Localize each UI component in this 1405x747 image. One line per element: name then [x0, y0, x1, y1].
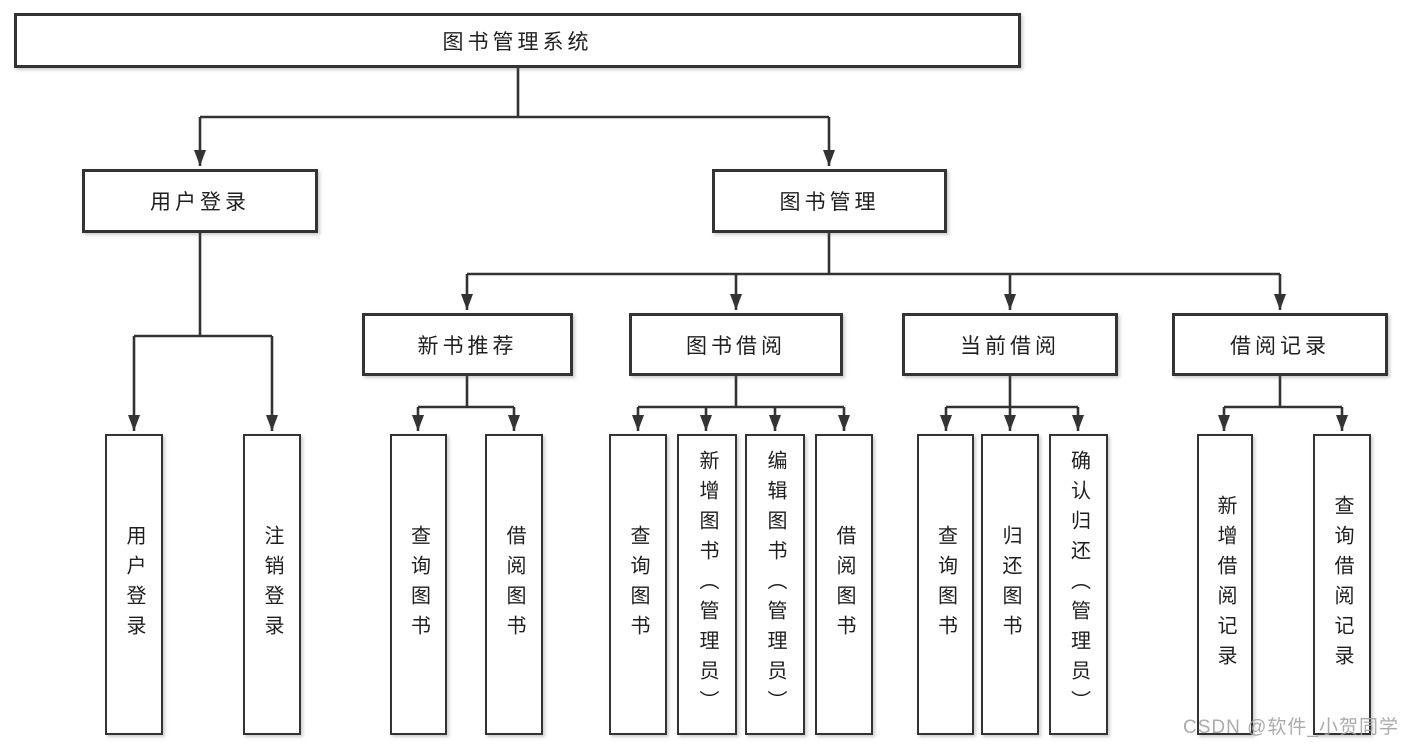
node-leaf-user-login: 用户登录 [105, 434, 163, 735]
node-nbr-borrow-book: 借阅图书 [485, 434, 543, 735]
node-bb-borrow-book: 借阅图书 [815, 434, 873, 735]
node-cb-confirm-return-admin: 确认归还（管理员） [1049, 434, 1108, 735]
connector-new-book-children [412, 376, 520, 431]
node-current-borrow: 当前借阅 [902, 313, 1118, 376]
node-user-login: 用户登录 [82, 169, 318, 233]
node-cb-return-book: 归还图书 [981, 434, 1039, 735]
node-br-query-record: 查询借阅记录 [1313, 434, 1371, 735]
node-nbr-query-book: 查询图书 [390, 434, 447, 735]
node-root-library-system: 图书管理系统 [14, 13, 1021, 68]
node-bb-query-book: 查询图书 [609, 434, 667, 735]
connector-book-borrow-children [632, 376, 850, 431]
node-book-borrow: 图书借阅 [629, 313, 843, 376]
node-bb-add-book-admin: 新增图书（管理员） [677, 434, 737, 735]
node-book-management: 图书管理 [712, 169, 947, 233]
node-new-book-recommend: 新书推荐 [362, 313, 573, 376]
node-br-add-record: 新增借阅记录 [1197, 434, 1253, 735]
connector-root-to-level2 [194, 68, 835, 166]
node-leaf-logout: 注销登录 [243, 434, 301, 735]
csdn-watermark: CSDN @软件_小贺同学 [1183, 717, 1399, 738]
node-cb-query-book: 查询图书 [917, 434, 974, 735]
connector-borrow-record-children [1218, 376, 1348, 431]
connector-user-login-children [128, 233, 278, 431]
connector-current-borrow-children [940, 376, 1084, 431]
node-borrow-records: 借阅记录 [1172, 313, 1388, 376]
connector-book-mgmt-to-level3 [461, 233, 1286, 310]
node-bb-edit-book-admin: 编辑图书（管理员） [745, 434, 805, 735]
